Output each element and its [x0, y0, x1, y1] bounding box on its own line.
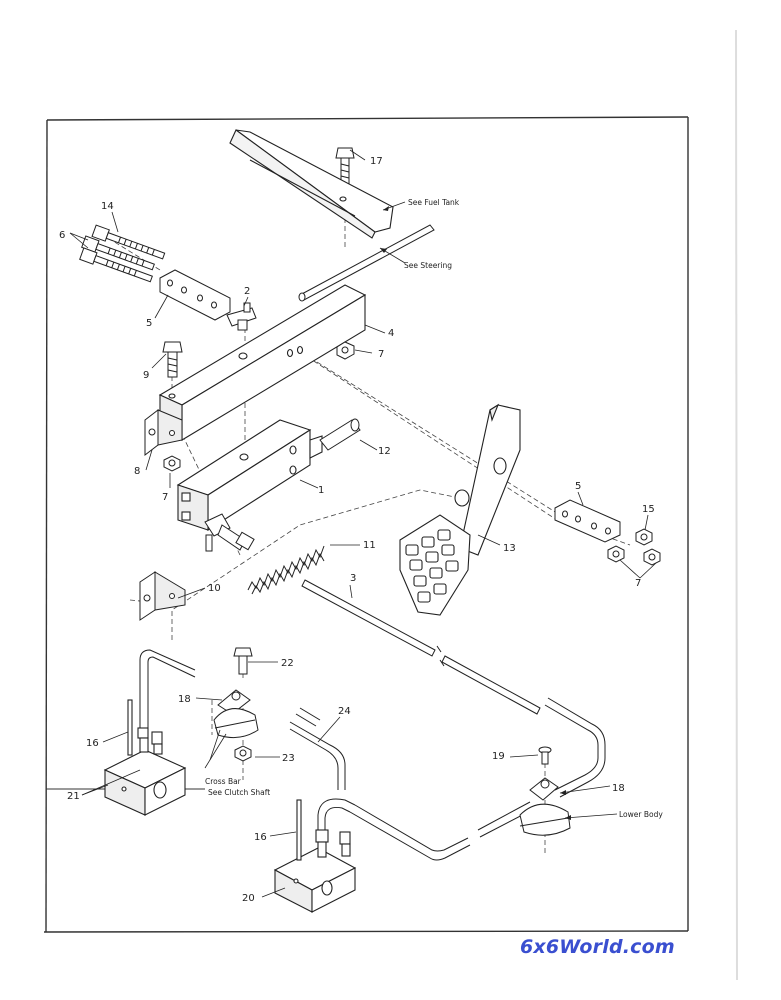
note-steering: See Steering [404, 261, 452, 270]
fuel-tank-bracket [229, 129, 394, 239]
callout-17: 17 [370, 156, 383, 167]
part-bracket-8 [144, 408, 183, 457]
part-spring-11 [247, 545, 325, 595]
part-bracket-5-right [554, 499, 621, 543]
part-channel-4 [158, 284, 367, 441]
watermark-logo: 6x6World.com [520, 936, 675, 958]
callout-labels: 1 2 3 4 5 5 6 7 7 7 8 9 10 11 12 13 14 1… [59, 156, 655, 904]
part-rod-12 [319, 418, 361, 451]
part-clamp-18-left [213, 689, 259, 739]
part-bolts-6-14 [79, 224, 166, 283]
callout-4: 4 [388, 328, 394, 339]
part-nut-7-upper [336, 341, 355, 360]
part-bracket-5-left [159, 269, 231, 321]
callout-7-right: 7 [635, 578, 641, 589]
callout-15: 15 [642, 504, 655, 515]
arrowheads [380, 206, 571, 820]
callout-7-upper: 7 [378, 349, 384, 360]
drawing-frame [43, 116, 689, 933]
callout-8: 8 [134, 466, 140, 477]
part-brake-line-24 [139, 649, 606, 861]
callout-23: 23 [282, 753, 295, 764]
part-bracket-10 [139, 571, 186, 621]
part-nut-23 [234, 745, 252, 762]
callout-22: 22 [281, 658, 294, 669]
callout-11: 11 [363, 540, 376, 551]
callout-14: 14 [101, 201, 114, 212]
part-block-20 [273, 799, 357, 913]
part-fitting-2 [226, 302, 257, 331]
part-valve-body-1 [176, 419, 323, 532]
page-edge-line [735, 29, 738, 981]
note-fuel-tank: See Fuel Tank [408, 198, 460, 207]
callout-18-left: 18 [178, 694, 191, 705]
part-nuts-15-7 [607, 528, 661, 566]
steering-rod [298, 224, 435, 302]
callout-1: 1 [318, 485, 324, 496]
callout-2: 2 [244, 286, 250, 297]
callout-9: 9 [143, 370, 149, 381]
note-clutch-shaft: See Clutch Shaft [208, 788, 270, 797]
callout-18-right: 18 [612, 783, 625, 794]
callout-3: 3 [350, 573, 356, 584]
callout-12: 12 [378, 446, 391, 457]
callout-7-left: 7 [162, 492, 168, 503]
callout-5-left: 5 [146, 318, 152, 329]
part-screw-19 [538, 746, 552, 765]
part-bolt-9 [162, 341, 183, 378]
callout-16-left: 16 [86, 738, 99, 749]
part-bolt-22 [233, 647, 253, 675]
part-pedal-13 [399, 403, 521, 616]
part-nut-7-left [163, 455, 181, 472]
part-clamp-18-right [519, 777, 571, 836]
reference-notes: See Fuel Tank See Steering Cross Bar See… [205, 198, 663, 819]
note-lower-body: Lower Body [619, 810, 663, 819]
callout-24: 24 [338, 706, 351, 717]
callout-20: 20 [242, 893, 255, 904]
callout-16-right: 16 [254, 832, 267, 843]
note-cross-bar: Cross Bar [205, 777, 242, 786]
part-rod-3 [301, 579, 541, 715]
callout-10: 10 [208, 583, 221, 594]
callout-19: 19 [492, 751, 505, 762]
callout-6: 6 [59, 230, 65, 241]
part-block-21 [103, 699, 187, 816]
callout-13: 13 [503, 543, 516, 554]
part-bolt-17 [335, 147, 355, 189]
callout-5-right: 5 [575, 481, 581, 492]
part-elbow-fitting [204, 513, 255, 552]
callout-21: 21 [67, 791, 80, 802]
